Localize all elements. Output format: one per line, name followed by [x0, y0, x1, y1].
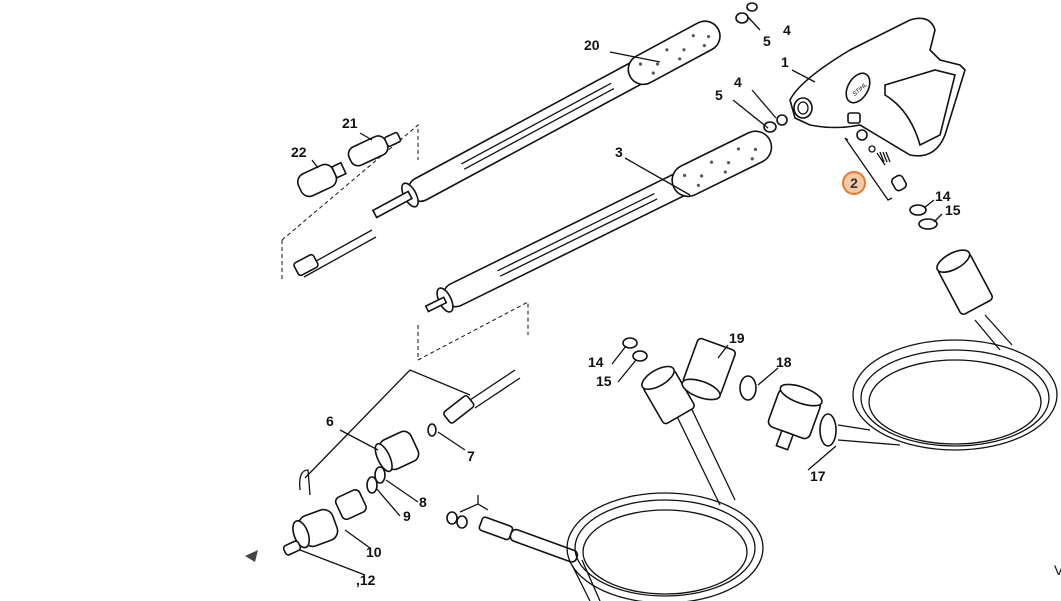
callout-5[interactable]: 5	[715, 87, 723, 103]
callout-9[interactable]: 9	[403, 508, 411, 524]
callout-20[interactable]: 20	[584, 37, 600, 53]
nozzle-22	[296, 161, 347, 198]
callout-21[interactable]: 21	[342, 115, 358, 131]
callout-2-highlighted[interactable]: 2	[842, 171, 866, 195]
callout-5-top[interactable]: 5	[763, 33, 771, 49]
lance-20	[371, 20, 721, 219]
callout-6[interactable]: 6	[326, 413, 334, 429]
callout-7[interactable]: 7	[467, 448, 475, 464]
callout-3[interactable]: 3	[615, 144, 623, 160]
callout-14[interactable]: 14	[935, 188, 951, 204]
callout-15-lower[interactable]: 15	[596, 373, 612, 389]
callout-18[interactable]: 18	[776, 354, 792, 370]
callout-4[interactable]: 4	[734, 74, 742, 90]
spray-gun-1: STIHL	[789, 17, 966, 157]
callout-10[interactable]: 10	[366, 544, 382, 560]
callout-14-lower[interactable]: 14	[588, 354, 604, 370]
callout-4-top[interactable]: 4	[783, 22, 791, 38]
callout-17[interactable]: 17	[810, 468, 826, 484]
callout-12[interactable]: ,12	[356, 572, 376, 588]
lance-3	[424, 130, 773, 313]
callout-1[interactable]: 1	[781, 54, 789, 70]
callout-15[interactable]: 15	[945, 202, 961, 218]
callout-8[interactable]: 8	[419, 494, 427, 510]
hose-right	[837, 314, 1058, 451]
nozzle-21	[347, 131, 402, 167]
edge-text: V	[1054, 562, 1061, 578]
hose-left	[566, 394, 764, 601]
callout-19[interactable]: 19	[729, 330, 745, 346]
callout-22[interactable]: 22	[291, 144, 307, 160]
